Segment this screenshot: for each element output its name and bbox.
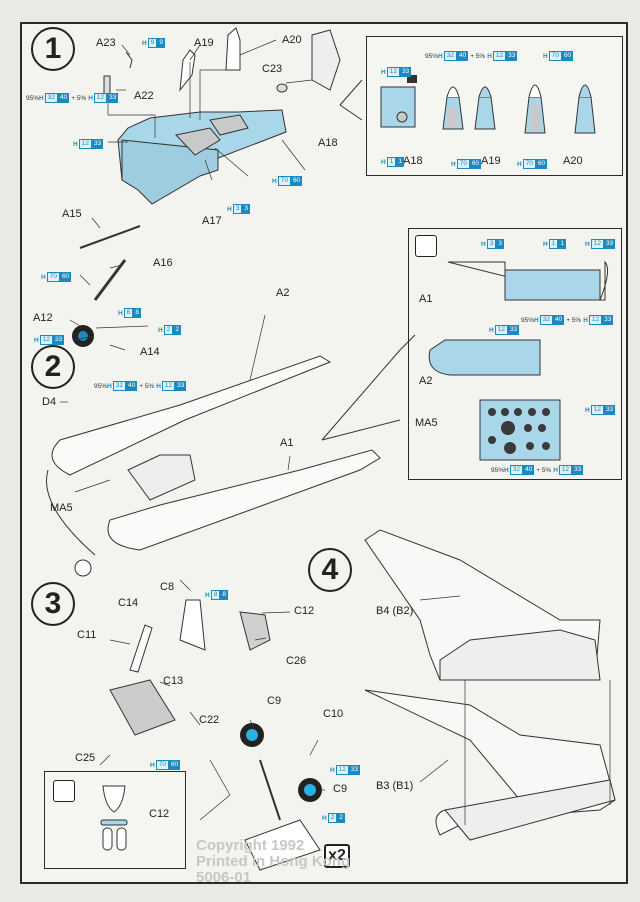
part-label: A19 — [194, 37, 214, 49]
paint-brush-icon — [415, 235, 437, 257]
part-a18 — [311, 29, 341, 91]
part-d4-wheel — [74, 559, 92, 577]
landing-gear-parts — [109, 599, 321, 871]
part-label: A2 — [276, 287, 290, 299]
part-a15 — [79, 225, 141, 249]
part-label: A1 — [280, 437, 294, 449]
seat-detail-art — [380, 75, 596, 134]
part-label: C11 — [77, 629, 97, 641]
part-label: C23 — [262, 63, 283, 75]
part-label: C14 — [118, 597, 139, 609]
part-label: A15 — [62, 208, 82, 220]
cockpit-tub-a17 — [117, 109, 287, 205]
part-a19 — [179, 49, 196, 92]
part-label: C12 — [294, 605, 315, 617]
part-label: A1 — [419, 293, 433, 305]
part-label: C25 — [75, 752, 96, 764]
part-label: A23 — [96, 37, 116, 49]
paint-brush-icon — [53, 780, 75, 802]
part-label: A16 — [153, 257, 173, 269]
part-label: D4 — [42, 396, 57, 408]
part-a20 — [225, 27, 241, 71]
part-label: A12 — [33, 312, 53, 324]
part-a16 — [93, 259, 127, 301]
fuselage-halves — [51, 355, 381, 551]
copyright-text: Copyright 1992 Printed in Hong Kong 5006… — [196, 837, 351, 886]
detail-box-gear: C12 — [44, 771, 186, 869]
part-label: A20 — [282, 34, 302, 46]
part-label: B4 (B2) — [376, 605, 414, 617]
part-label: A18 — [403, 155, 423, 167]
part-label: A17 — [202, 215, 222, 227]
part-label: C8 — [160, 581, 175, 593]
gear-detail-art — [100, 785, 128, 851]
part-label: MA5 — [415, 417, 438, 429]
part-label: A19 — [481, 155, 501, 167]
part-label: A14 — [140, 346, 160, 358]
instrument-dials — [488, 408, 550, 454]
step-number-1: 1 — [31, 27, 75, 71]
part-label: MA5 — [50, 502, 73, 514]
step-number-4: 4 — [308, 548, 352, 592]
part-label: C10 — [323, 708, 344, 720]
part-label: B3 (B1) — [376, 780, 414, 792]
part-label: A20 — [563, 155, 583, 167]
part-label: C9 — [333, 783, 348, 795]
part-c23 — [276, 83, 288, 93]
part-label: A18 — [318, 137, 338, 149]
part-label: C22 — [199, 714, 220, 726]
part-label: C12 — [149, 808, 170, 820]
part-label: C26 — [286, 655, 307, 667]
part-label: A22 — [134, 90, 154, 102]
part-label: A2 — [419, 375, 433, 387]
step-number-3: 3 — [31, 582, 75, 626]
part-a23 — [125, 51, 133, 69]
quantity-x2-badge: x2 — [324, 844, 350, 868]
part-label: C13 — [163, 675, 184, 687]
step-number-2: 2 — [31, 345, 75, 389]
wing-halves — [364, 529, 616, 841]
part-label: C9 — [267, 695, 282, 707]
